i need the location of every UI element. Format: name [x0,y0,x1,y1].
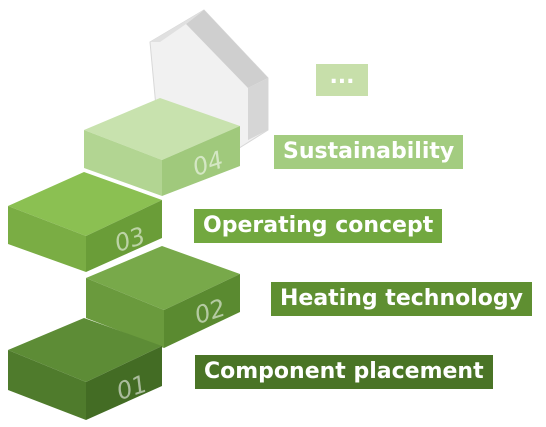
step-label-heating-technology: Heating technology [271,282,532,316]
step-01: 01 [8,318,162,420]
step-02: 02 [86,246,240,348]
more-label: ... [316,64,368,96]
step-04: 04 [84,98,240,196]
step-label-component-placement: Component placement [195,355,493,389]
step-label-sustainability: Sustainability [274,135,464,169]
step-03: 03 [8,172,162,272]
step-label-operating-concept: Operating concept [194,209,443,243]
